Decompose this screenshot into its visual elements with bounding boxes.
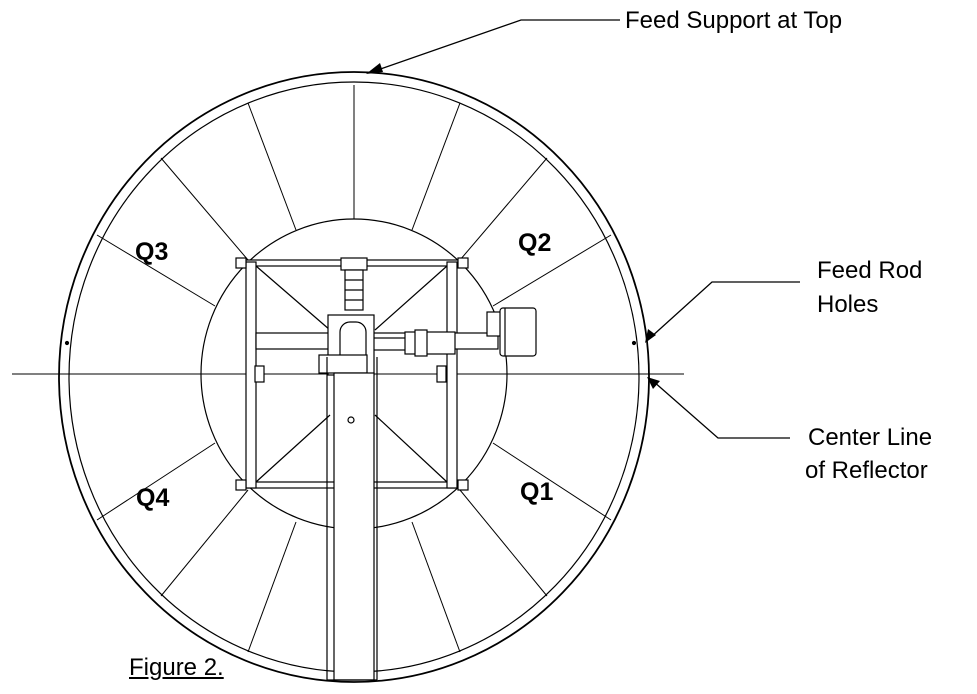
center-line-label-line1: Center Line xyxy=(808,424,933,451)
feed-rod-holes-label-line1: Feed Rod xyxy=(817,257,923,284)
quadrant-label-q1: Q1 xyxy=(520,478,554,506)
feed-rod-holes-label-line2: Holes xyxy=(817,291,879,318)
center-line-label-line2: of Reflector xyxy=(805,457,928,484)
cross-tube xyxy=(255,329,499,357)
quadrant-label-q2: Q2 xyxy=(518,229,552,257)
quadrant-label-q3: Q3 xyxy=(135,238,169,266)
reflector-outer-rim xyxy=(58,71,650,683)
feed-lnb xyxy=(486,307,537,357)
arrowheads xyxy=(366,63,660,389)
panel-seams xyxy=(96,85,612,653)
feed-rod-hole-left xyxy=(64,340,70,346)
figure-caption: Figure 2. xyxy=(129,654,224,681)
feed-rod-hole-right xyxy=(631,340,637,346)
feed-support-label: Feed Support at Top xyxy=(625,7,843,34)
mast xyxy=(318,354,378,681)
leader-lines xyxy=(371,19,800,439)
quadrant-label-q4: Q4 xyxy=(136,484,170,512)
